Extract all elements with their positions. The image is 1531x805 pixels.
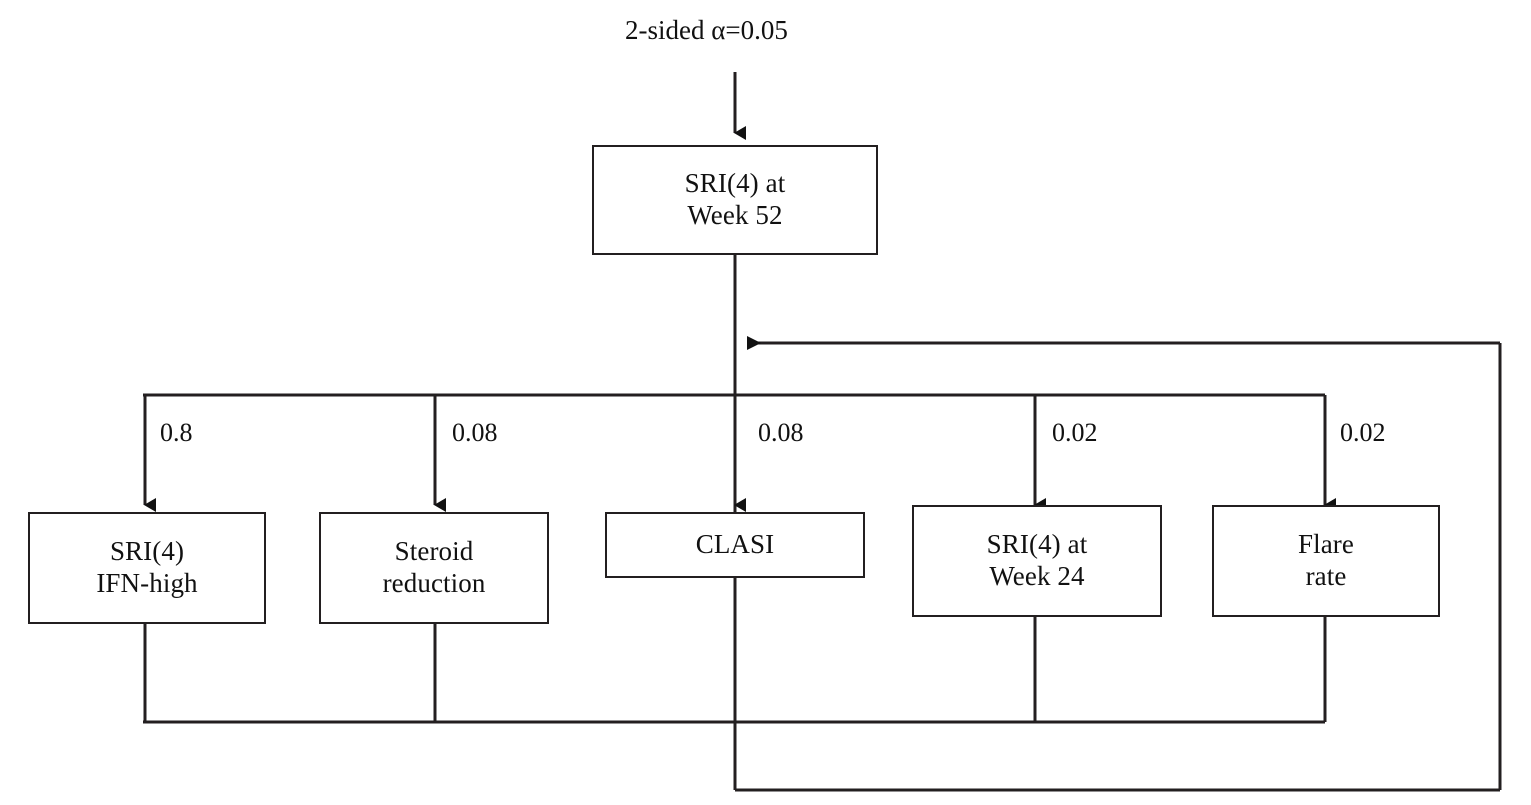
node-sri4-ifn-high[interactable]: SRI(4) IFN-high — [28, 512, 266, 624]
node-label-line1: SRI(4) — [109, 536, 185, 567]
node-label-line2: Week 24 — [989, 561, 1085, 591]
node-label-line1: Flare — [1298, 529, 1354, 560]
node-label-line1: SRI(4) at — [986, 529, 1088, 560]
node-label-line1: Steroid — [394, 536, 474, 567]
node-sri4-week52[interactable]: SRI(4) at Week 52 — [592, 145, 878, 255]
node-label-line2: IFN-high — [96, 568, 198, 598]
weight-sri4-ifn-high: 0.8 — [160, 418, 193, 447]
node-label-line1: SRI(4) at — [684, 168, 786, 199]
weight-flare-rate: 0.02 — [1340, 418, 1386, 447]
node-label-line2: reduction — [382, 568, 486, 598]
node-steroid-reduction[interactable]: Steroid reduction — [319, 512, 549, 624]
node-label-line2: rate — [1305, 561, 1347, 591]
node-flare-rate[interactable]: Flare rate — [1212, 505, 1440, 617]
weight-sri4-week24: 0.02 — [1052, 418, 1098, 447]
weight-steroid-reduction: 0.08 — [452, 418, 498, 447]
node-clasi[interactable]: CLASI — [605, 512, 865, 578]
alpha-label: 2-sided α=0.05 — [625, 15, 788, 45]
node-label-line1: CLASI — [695, 529, 775, 560]
weight-clasi: 0.08 — [758, 418, 804, 447]
node-sri4-week24[interactable]: SRI(4) at Week 24 — [912, 505, 1162, 617]
node-label-line2: Week 52 — [687, 200, 783, 230]
